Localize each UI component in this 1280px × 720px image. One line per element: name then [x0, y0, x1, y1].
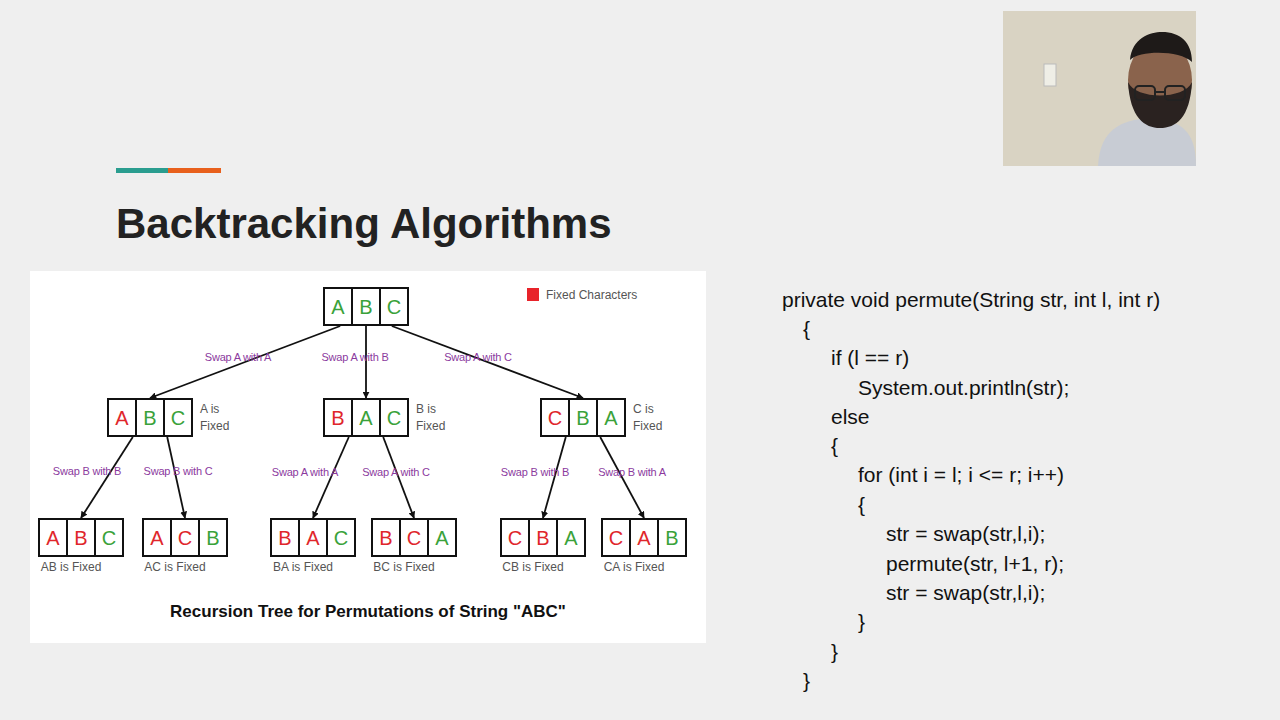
character-cell: A	[325, 289, 351, 324]
edge-label: Swap A with A	[205, 350, 272, 364]
permutation-box: ABC	[323, 287, 409, 326]
edge-label: Swap A with C	[444, 350, 512, 364]
code-line: {	[858, 493, 865, 517]
fixed-note: C is Fixed	[633, 401, 669, 435]
accent-bar	[116, 168, 168, 173]
person-glasses	[1135, 86, 1155, 100]
character-cell: C	[542, 400, 568, 435]
edge-label: Swap B with B	[53, 464, 121, 478]
code-line: str = swap(str,l,i);	[886, 522, 1045, 546]
character-cell: C	[326, 520, 354, 555]
swap-arrow	[150, 326, 340, 398]
permutation-box: ABCA is Fixed	[107, 398, 193, 437]
edge-label: Swap B with C	[144, 464, 213, 478]
edge-label: Swap A with C	[362, 465, 430, 479]
character-cell: C	[170, 520, 198, 555]
permutation-box: ACBAC is Fixed	[142, 518, 228, 557]
person-beard	[1128, 82, 1192, 128]
fixed-note: A is Fixed	[200, 401, 236, 435]
character-cell: C	[379, 400, 407, 435]
permutation-box: BACBA is Fixed	[270, 518, 356, 557]
code-line: }	[803, 669, 810, 693]
character-cell: C	[603, 520, 629, 555]
character-cell: C	[163, 400, 191, 435]
character-cell: B	[135, 400, 163, 435]
character-cell: B	[272, 520, 298, 555]
character-cell: B	[528, 520, 556, 555]
webcam-frame	[1003, 11, 1196, 166]
swap-arrow	[167, 437, 185, 518]
person-hair	[1130, 32, 1192, 62]
character-cell: C	[399, 520, 427, 555]
edge-label: Swap A with A	[272, 465, 339, 479]
diagram-panel	[30, 271, 706, 643]
code-line: for (int i = l; i <= r; i++)	[858, 463, 1064, 487]
code-line: permute(str, l+1, r);	[886, 552, 1064, 576]
permutation-box: CBACB is Fixed	[500, 518, 586, 557]
character-cell: A	[556, 520, 584, 555]
accent-bar	[168, 168, 221, 173]
character-cell: C	[379, 289, 407, 324]
code-line: }	[831, 640, 838, 664]
fixed-note: AC is Fixed	[132, 559, 218, 576]
character-cell: B	[325, 400, 351, 435]
code-line: }	[858, 610, 865, 634]
code-line: System.out.println(str);	[858, 376, 1069, 400]
character-cell: B	[198, 520, 226, 555]
person-glasses	[1165, 86, 1185, 100]
wall-switch	[1044, 64, 1056, 86]
character-cell: B	[351, 289, 379, 324]
code-line: private void permute(String str, int l, …	[782, 288, 1160, 312]
fixed-note: BC is Fixed	[361, 559, 447, 576]
webcam-background	[1003, 11, 1196, 166]
character-cell: A	[298, 520, 326, 555]
code-line: else	[831, 405, 870, 429]
permutation-box: CBAC is Fixed	[540, 398, 626, 437]
fixed-note: AB is Fixed	[28, 559, 114, 576]
permutation-box: BCABC is Fixed	[371, 518, 457, 557]
character-cell: A	[351, 400, 379, 435]
character-cell: A	[596, 400, 624, 435]
character-cell: A	[629, 520, 657, 555]
swap-arrow	[392, 326, 583, 398]
character-cell: A	[40, 520, 66, 555]
edge-label: Swap B with A	[598, 465, 666, 479]
character-cell: C	[502, 520, 528, 555]
person-shirt	[1098, 118, 1196, 166]
permutation-box: BACB is Fixed	[323, 398, 409, 437]
fixed-note: CB is Fixed	[490, 559, 576, 576]
character-cell: B	[568, 400, 596, 435]
legend-text: Fixed Characters	[546, 288, 637, 302]
fixed-note: CA is Fixed	[591, 559, 677, 576]
edge-label: Swap B with B	[501, 465, 569, 479]
code-line: {	[803, 317, 810, 341]
permutation-box: ABCAB is Fixed	[38, 518, 124, 557]
character-cell: B	[657, 520, 685, 555]
code-line: str = swap(str,l,i);	[886, 581, 1045, 605]
permutation-box: CABCA is Fixed	[601, 518, 687, 557]
edge-label: Swap A with B	[321, 350, 388, 364]
swap-arrow	[81, 437, 133, 518]
character-cell: C	[94, 520, 122, 555]
fixed-note: B is Fixed	[416, 401, 452, 435]
fixed-note: BA is Fixed	[260, 559, 346, 576]
character-cell: B	[373, 520, 399, 555]
figure-caption: Recursion Tree for Permutations of Strin…	[30, 601, 706, 623]
legend-swatch	[527, 288, 539, 301]
code-line: if (l == r)	[831, 346, 909, 370]
character-cell: A	[427, 520, 455, 555]
character-cell: B	[66, 520, 94, 555]
person-glasses	[1155, 91, 1165, 93]
character-cell: A	[144, 520, 170, 555]
character-cell: A	[109, 400, 135, 435]
code-line: {	[831, 434, 838, 458]
slide-title: Backtracking Algorithms	[116, 198, 612, 250]
